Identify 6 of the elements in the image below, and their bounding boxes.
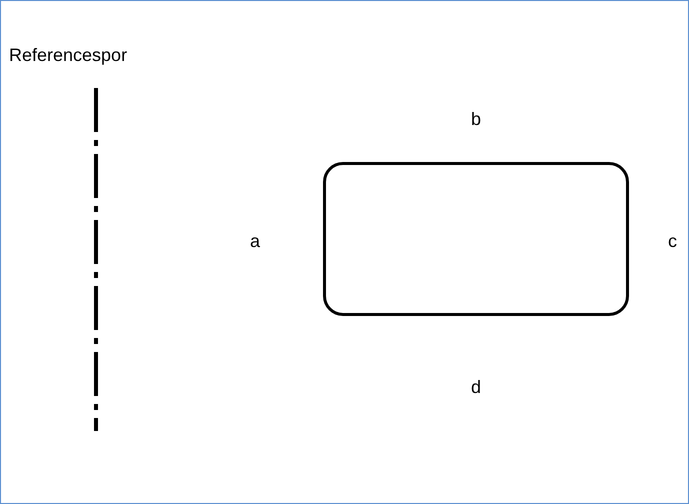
title: Referencespor <box>9 45 128 65</box>
side-label: a <box>250 231 260 251</box>
side-label: b <box>471 109 482 129</box>
rounded-rectangle <box>323 162 629 316</box>
side-label: c <box>668 231 677 251</box>
side-label: d <box>471 377 482 397</box>
